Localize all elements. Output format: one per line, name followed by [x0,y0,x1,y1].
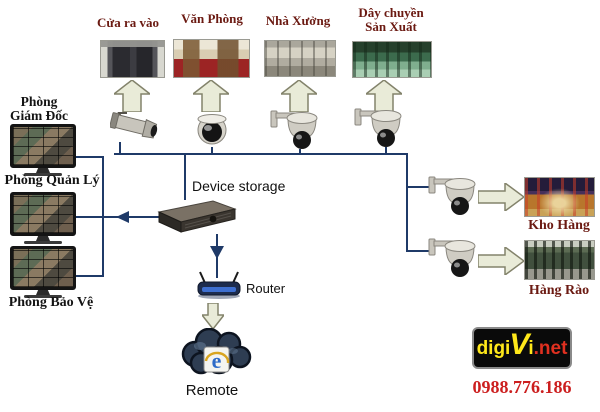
monitor-base [24,295,62,298]
monitor1-line [72,156,104,158]
monitor-stand [36,168,50,173]
internet-explorer-icon: e [203,346,230,373]
down-arrowhead-icon [210,246,224,259]
up-arrow-icon [193,80,229,112]
monitor-management [10,192,76,244]
entrance-photo [100,40,165,78]
camera-drop-line [299,149,301,155]
router-label: Router [246,281,286,296]
ptz-camera-icon [270,110,318,149]
label-warehouse: Kho Hàng [528,218,590,233]
right-arrow-icon [478,247,524,275]
warehouse-photo [524,177,595,217]
remote-label: Remote [185,382,239,399]
right-camera-branch-line [406,250,434,252]
monitor-base [24,173,62,176]
monitor3-line [72,275,104,277]
label-office: Văn Phòng [181,11,243,26]
office-photo [173,39,250,78]
bullet-camera-icon [110,112,158,139]
monitor-stand [36,236,50,241]
right-camera-branch-line [406,186,434,188]
logo-text-v: V [509,328,530,361]
monitor-director [10,124,76,176]
label-director-room: Phòng Giám Đốc [9,94,69,124]
left-arrowhead-icon [116,211,129,223]
monitor-stand [36,290,50,295]
dome-camera-icon [197,114,227,145]
monitor-screen [10,246,76,290]
ptz-camera-icon [428,238,476,277]
logo-text-net: .net [533,337,568,359]
label-fence: Hàng Rào [528,283,590,298]
label-management-room: Phòng Quản Lý [4,173,100,188]
device-storage-label: Device storage [192,178,286,194]
right-bus-line [406,153,408,252]
right-arrow-icon [478,183,524,211]
label-security-room: Phòng Bảo Vệ [8,295,94,310]
ptz-camera-icon [428,176,476,215]
up-arrow-icon [281,80,317,112]
production-line-photo [352,41,432,78]
label-production-line: Dây chuyền Sản Xuất [358,5,424,34]
camera-drop-line [385,147,387,155]
phone-number: 0988.776.186 [472,377,572,397]
camera-drop-line [119,142,121,155]
up-arrow-icon [114,80,150,112]
up-arrow-icon [366,80,402,112]
svg-text:e: e [212,348,222,373]
bus-to-dvr-line [184,153,186,200]
monitor-security [10,246,76,298]
internet-cloud-icon: e [181,328,252,375]
monitor-screen [10,124,76,168]
label-entrance: Cửa ra vào [97,15,159,30]
camera-drop-line [211,147,213,155]
down-arrow-icon [202,303,224,329]
camera-bus-line [114,153,408,155]
ptz-camera-icon [354,108,402,147]
factory-photo [264,40,336,77]
monitor-screen [10,192,76,236]
logo-text-digi: digi [476,337,511,359]
monitor-base [24,241,62,244]
label-factory: Nhà Xưởng [265,13,331,28]
router-icon [197,271,241,299]
dvr-icon [157,200,237,233]
fence-photo [524,240,595,280]
logo-text-i: i [528,337,534,359]
